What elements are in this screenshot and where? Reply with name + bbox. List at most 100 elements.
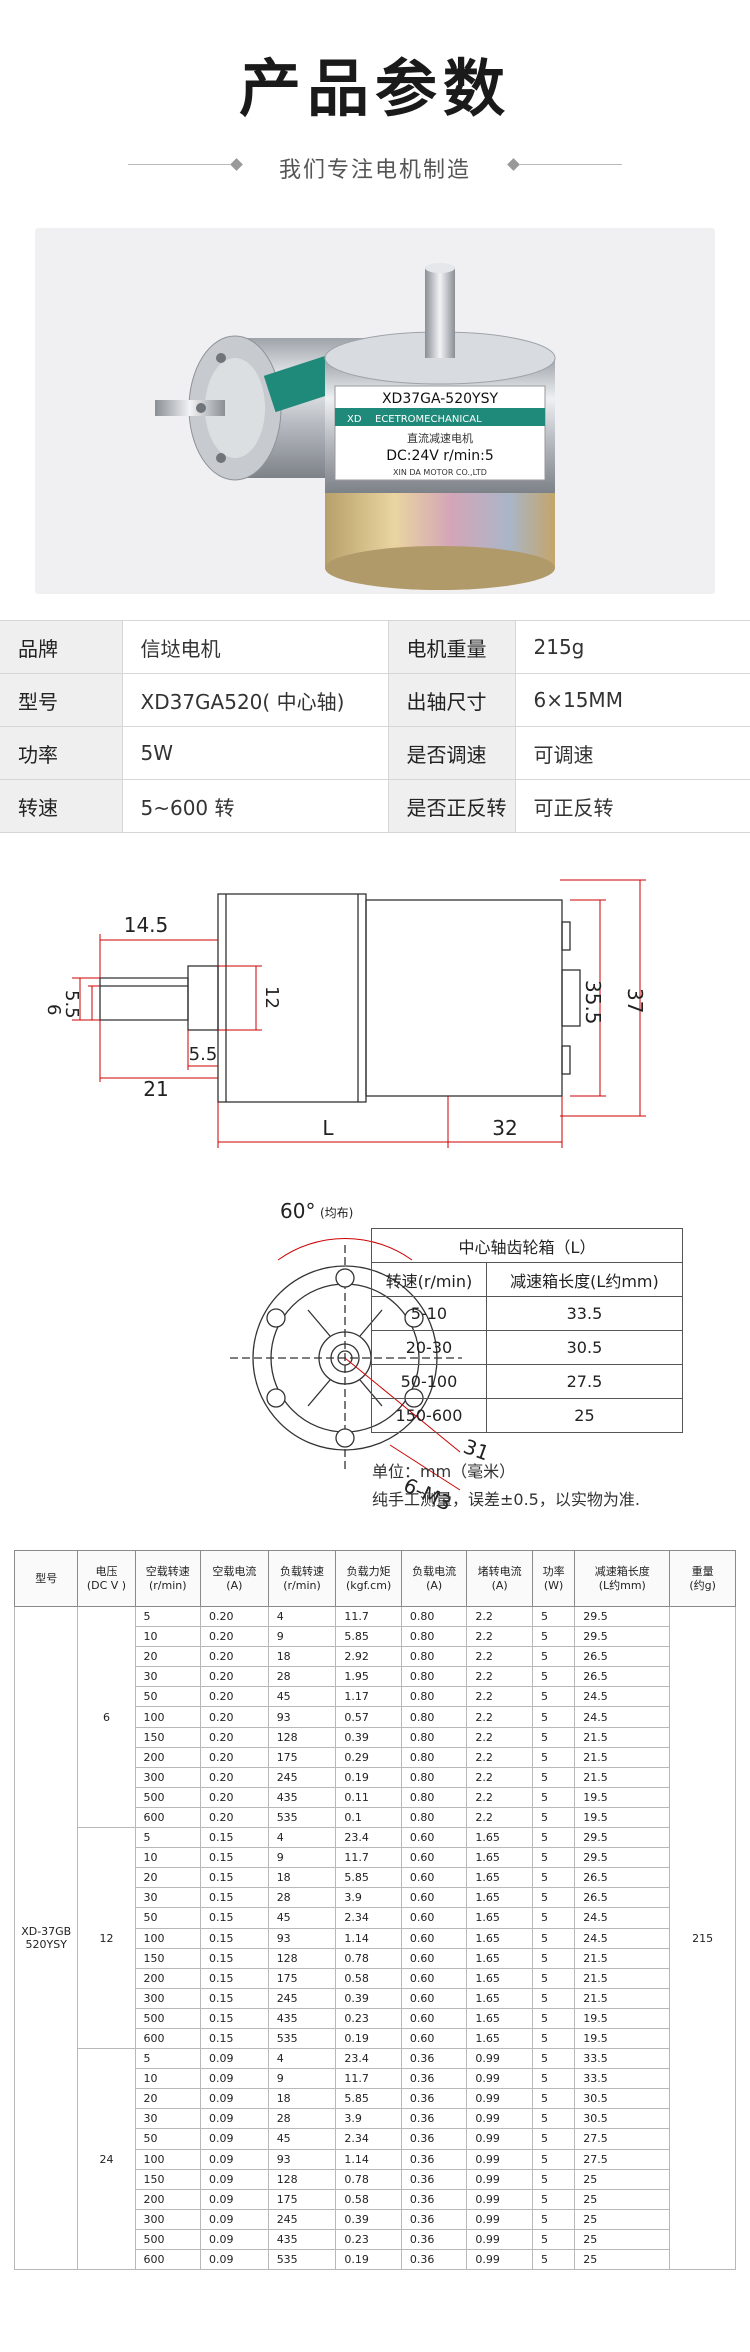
- data-cell: 5: [531, 1726, 576, 1748]
- weight-cell: 215: [669, 1605, 736, 2271]
- dim-angle: 60°: [280, 1199, 315, 1223]
- photo-label-model: XD37GA-520YSY: [382, 391, 499, 407]
- data-cell: 5: [531, 2128, 576, 2150]
- data-cell: 20: [134, 1646, 202, 1668]
- data-cell: 23.4: [335, 1827, 402, 1849]
- data-cell: 18: [267, 2088, 337, 2110]
- data-cell: 0.09: [200, 2068, 269, 2090]
- dim-angle-note: (均布): [320, 1206, 353, 1220]
- data-cell: 1.14: [335, 1927, 402, 1949]
- data-header: 空载转速(r/min): [134, 1550, 202, 1607]
- data-cell: 45: [267, 1907, 337, 1929]
- dim-32: 32: [492, 1116, 517, 1140]
- subtitle-row: 我们专注电机制造: [0, 152, 750, 183]
- data-cell: 5: [531, 1907, 576, 1929]
- gear-title-row: 中心轴齿轮箱（L）: [371, 1228, 683, 1263]
- data-cell: 0.99: [466, 2048, 533, 2070]
- data-cell: 30: [134, 2108, 202, 2130]
- data-cell: 0.20: [200, 1626, 269, 1648]
- data-cell: 0.80: [400, 1626, 468, 1648]
- data-cell: 0.80: [400, 1646, 468, 1668]
- data-cell: 93: [267, 2148, 337, 2170]
- data-cell: 2.34: [335, 1907, 402, 1929]
- data-cell: 0.36: [400, 2048, 468, 2070]
- data-cell: 0.09: [200, 2248, 269, 2271]
- data-cell: 0.19: [335, 2248, 402, 2271]
- data-cell: 5: [531, 1706, 576, 1728]
- data-cell: 0.15: [200, 1987, 269, 2009]
- data-cell: 0.60: [400, 1867, 468, 1889]
- data-cell: 21.5: [574, 1726, 671, 1748]
- data-cell: 150: [134, 2168, 202, 2190]
- motor-illustration: XD37GA-520YSY XD ECETROMECHANICAL 直流减速电机…: [155, 263, 556, 590]
- data-cell: 435: [267, 1786, 337, 1808]
- photo-label-cn: 直流减速电机: [407, 431, 473, 445]
- data-cell: 535: [267, 2027, 337, 2050]
- data-cell: 0.09: [200, 2168, 269, 2190]
- data-cell: 1.95: [335, 1666, 402, 1688]
- photo-label-company: XIN DA MOTOR CO.,LTD: [393, 468, 487, 477]
- data-cell: 0.99: [466, 2228, 533, 2251]
- data-cell: 300: [134, 1766, 202, 1788]
- data-cell: 5: [531, 1766, 576, 1788]
- spec-key: 出轴尺寸: [388, 673, 516, 727]
- data-cell: 5: [531, 2088, 576, 2110]
- data-cell: 0.80: [400, 1605, 468, 1628]
- data-cell: 50: [134, 1686, 202, 1708]
- data-cell: 26.5: [574, 1646, 671, 1668]
- data-cell: 535: [267, 2248, 337, 2271]
- data-cell: 1.65: [466, 1847, 533, 1869]
- data-cell: 9: [267, 2068, 337, 2090]
- data-cell: 0.60: [400, 2027, 468, 2050]
- data-cell: 50: [134, 2128, 202, 2150]
- data-cell: 1.65: [466, 1987, 533, 2009]
- data-cell: 100: [134, 1927, 202, 1949]
- data-header: 电压(DC V ): [77, 1550, 136, 1607]
- data-cell: 33.5: [574, 2068, 671, 2090]
- data-cell: 200: [134, 2188, 202, 2210]
- data-cell: 19.5: [574, 2027, 671, 2050]
- data-cell: 1.65: [466, 1867, 533, 1889]
- data-cell: 1.65: [466, 1947, 533, 1969]
- data-cell: 0.20: [200, 1786, 269, 1808]
- data-cell: 0.80: [400, 1706, 468, 1728]
- data-cell: 25: [574, 2228, 671, 2251]
- data-cell: 2.2: [466, 1746, 533, 1768]
- data-cell: 0.15: [200, 1847, 269, 1869]
- spec-value: XD37GA520( 中心轴): [122, 673, 389, 727]
- data-cell: 0.11: [335, 1786, 402, 1808]
- data-cell: 21.5: [574, 1987, 671, 2009]
- dim-35-5: 35.5: [581, 980, 605, 1025]
- page-subtitle: 我们专注电机制造: [278, 158, 471, 183]
- data-cell: 0.80: [400, 1666, 468, 1688]
- data-cell: 5: [134, 1605, 202, 1628]
- data-cell: 0.39: [335, 1726, 402, 1748]
- data-cell: 0.15: [200, 1907, 269, 1929]
- data-header: 减速箱长度(L约mm): [574, 1550, 671, 1607]
- data-cell: 0.15: [200, 2027, 269, 2050]
- voltage-cell: 24: [77, 2048, 136, 2271]
- data-cell: 24.5: [574, 1907, 671, 1929]
- motor-body-outline: [365, 899, 563, 1097]
- spec-value: 215g: [515, 620, 750, 674]
- data-cell: 0.80: [400, 1686, 468, 1708]
- data-cell: 27.5: [574, 2148, 671, 2170]
- gear-cell: 5-10: [371, 1296, 487, 1331]
- data-cell: 5: [531, 2108, 576, 2130]
- photo-label-line: ECETROMECHANICAL: [375, 414, 482, 425]
- data-cell: 5.85: [335, 1626, 402, 1648]
- data-cell: 21.5: [574, 1766, 671, 1788]
- data-cell: 5: [531, 1967, 576, 1989]
- spec-value: 可调速: [515, 726, 750, 780]
